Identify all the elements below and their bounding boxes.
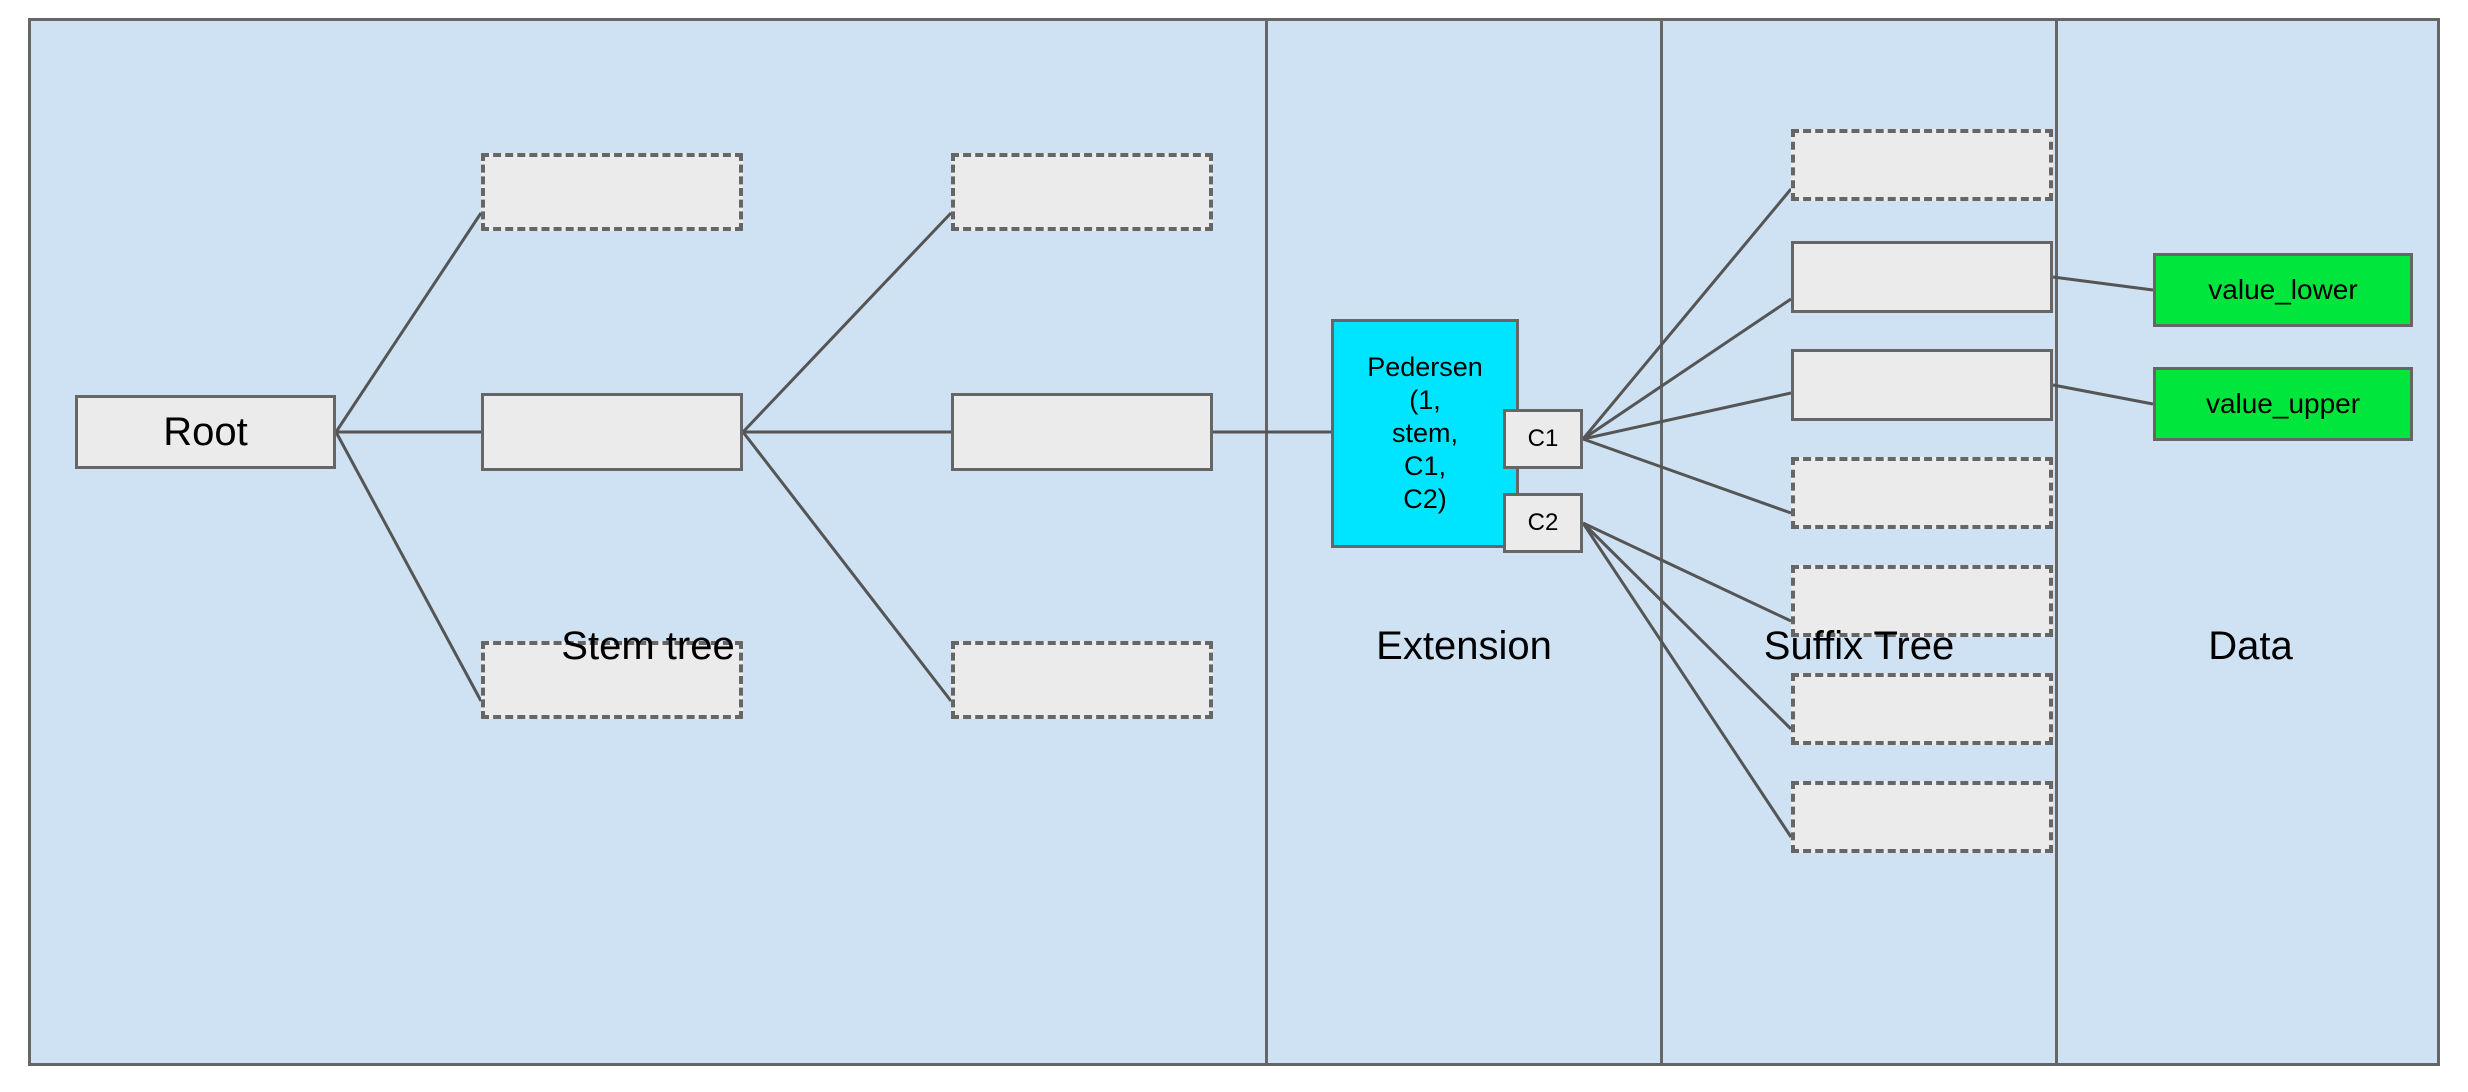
edge-C2-to-suffix_6 bbox=[1581, 522, 1793, 838]
edge-stem_level1_1-to-stem_level2_0 bbox=[741, 211, 953, 434]
panel-divider-extension-suffix bbox=[1660, 21, 1663, 1063]
edge-C1-to-suffix_2 bbox=[1582, 391, 1792, 441]
edge-root-to-stem_level1_0 bbox=[334, 212, 483, 433]
node-stem-l1-1[interactable] bbox=[481, 393, 743, 471]
edge-C1-to-suffix_3 bbox=[1582, 437, 1792, 515]
node-suffix-0[interactable] bbox=[1791, 129, 2053, 201]
node-commitment-c2[interactable]: C2 bbox=[1503, 493, 1583, 553]
node-pedersen-commitment[interactable]: Pedersen (1, stem, C1, C2) bbox=[1331, 319, 1519, 548]
node-stem-l2-2[interactable] bbox=[951, 641, 1213, 719]
panel-label-extension: Extension bbox=[1376, 624, 1552, 668]
node-suffix-2[interactable] bbox=[1791, 349, 2053, 421]
edge-C1-to-suffix_1 bbox=[1582, 297, 1792, 441]
node-value-lower[interactable]: value_lower bbox=[2153, 253, 2413, 327]
node-suffix-4[interactable] bbox=[1791, 565, 2053, 637]
edge-suffix_2-to-value_upper bbox=[2052, 383, 2154, 406]
edge-layer bbox=[334, 188, 2154, 838]
edge-suffix_1-to-value_lower bbox=[2052, 275, 2154, 292]
edge-C2-to-suffix_4 bbox=[1582, 521, 1792, 623]
diagram-frame: Root Pedersen (1, stem, C1, C2) C1 C2 va… bbox=[28, 18, 2440, 1066]
node-suffix-6[interactable] bbox=[1791, 781, 2053, 853]
node-stem-l1-0[interactable] bbox=[481, 153, 743, 231]
node-stem-l2-1[interactable] bbox=[951, 393, 1213, 471]
node-root[interactable]: Root bbox=[75, 395, 336, 469]
node-stem-l2-0[interactable] bbox=[951, 153, 1213, 231]
panel-divider-suffix-data bbox=[2055, 21, 2058, 1063]
node-value-upper[interactable]: value_upper bbox=[2153, 367, 2413, 441]
node-suffix-1[interactable] bbox=[1791, 241, 2053, 313]
panel-label-data: Data bbox=[2208, 624, 2293, 668]
node-stem-l1-2[interactable] bbox=[481, 641, 743, 719]
panel-divider-stem-extension bbox=[1265, 21, 1268, 1063]
node-commitment-c1[interactable]: C1 bbox=[1503, 409, 1583, 469]
node-suffix-5[interactable] bbox=[1791, 673, 2053, 745]
panel-label-stem-tree: Stem tree bbox=[561, 624, 735, 668]
panel-label-suffix-tree: Suffix Tree bbox=[1763, 624, 1955, 668]
node-suffix-3[interactable] bbox=[1791, 457, 2053, 529]
edge-C1-to-suffix_0 bbox=[1581, 188, 1793, 440]
